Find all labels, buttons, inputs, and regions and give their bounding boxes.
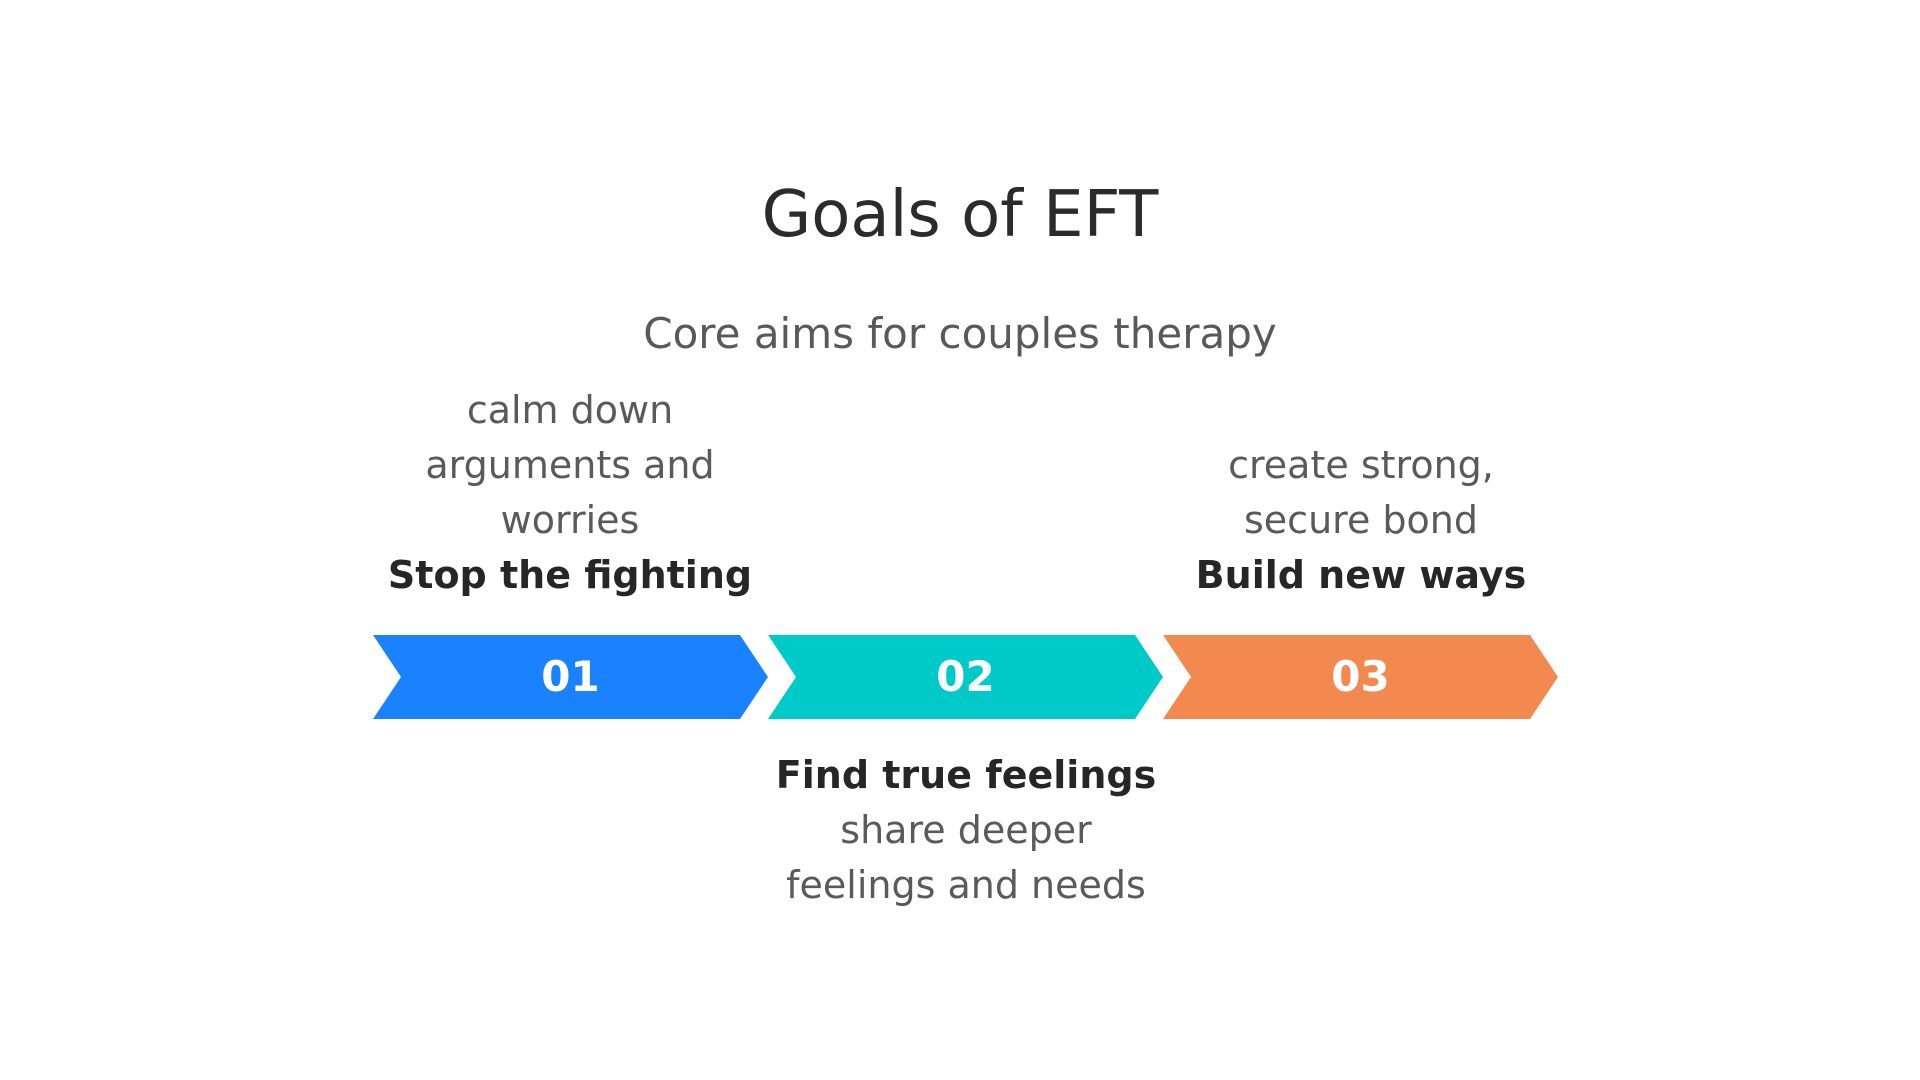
step-1-arrow: 01 [373, 635, 768, 719]
step-1-chevron [373, 635, 768, 719]
step-1-description-line: worries [500, 498, 640, 542]
step-3-arrow: 03 [1163, 635, 1558, 719]
diagram-subtitle: Core aims for couples therapy [643, 309, 1277, 358]
step-3-text: create strong, secure bond Build new way… [1151, 438, 1571, 603]
step-2-description-line: share deeper [840, 808, 1092, 852]
step-1-description-line: calm down [466, 388, 674, 432]
step-1-arrow-shape [373, 635, 768, 719]
step-3-description-line: create strong, [1228, 443, 1494, 487]
step-1-number: 01 [541, 652, 600, 701]
step-3-description-line: secure bond [1244, 498, 1478, 542]
step-2-description-line: feelings and needs [786, 863, 1146, 907]
step-1-text: calm down arguments and worries Stop the… [360, 383, 780, 603]
step-3-label: Build new ways [1195, 553, 1527, 597]
diagram-title: Goals of EFT [761, 178, 1159, 252]
step-2-arrow: 02 [768, 635, 1163, 719]
step-2-text: Find true feelings share deeper feelings… [756, 748, 1176, 913]
step-1-description-line: arguments and [425, 443, 715, 487]
step-3-arrow-shape [1163, 635, 1558, 719]
step-2-chevron [768, 635, 1163, 719]
step-2-arrow-shape [768, 635, 1163, 719]
step-1-label: Stop the fighting [387, 553, 753, 597]
step-3-number: 03 [1331, 652, 1390, 701]
step-2-number: 02 [936, 652, 995, 701]
step-2-label: Find true feelings [775, 753, 1157, 797]
step-3-chevron [1163, 635, 1558, 719]
